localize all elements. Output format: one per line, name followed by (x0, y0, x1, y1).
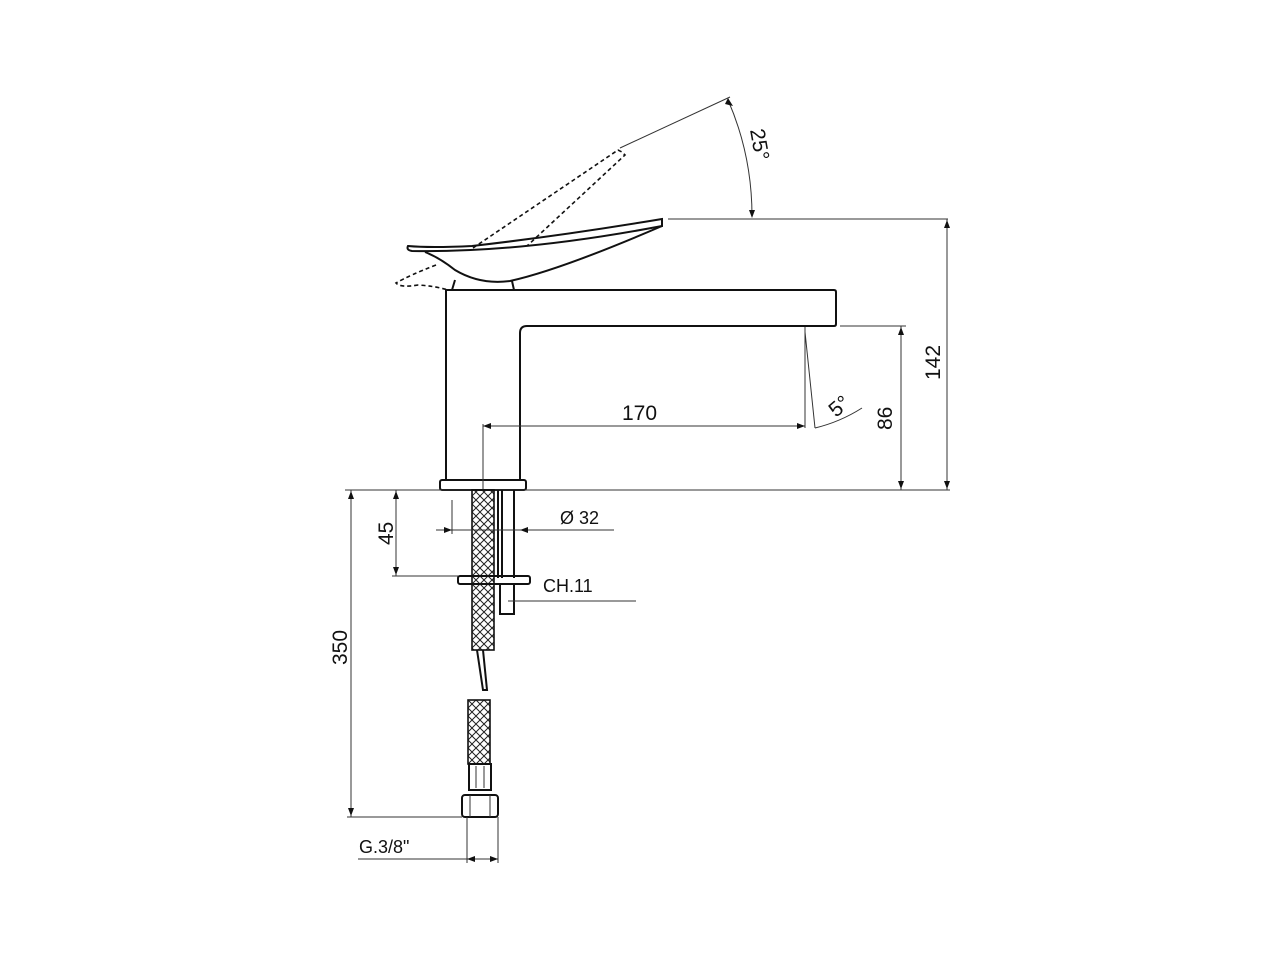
lever-closed (406, 217, 663, 291)
hose-length-label: 350 (329, 630, 352, 665)
thread-label: G.3/8" (359, 837, 409, 857)
faucet-body (439, 289, 837, 491)
reach-dimension: 170 (482, 402, 805, 490)
nut-wrench-label: CH.11 (543, 576, 593, 596)
hose-length-dimension: 350 (329, 490, 462, 818)
nut-wrench-dimension: CH.11 (508, 576, 636, 602)
total-height-label: 142 (922, 345, 945, 380)
hole-diameter-dimension: Ø 32 (436, 500, 614, 534)
spout-angle-dimension: 5° (804, 327, 863, 429)
mounting-assembly (457, 489, 531, 818)
total-height-dimension: 142 (922, 219, 950, 490)
reach-label: 170 (622, 402, 657, 425)
mounting-depth-label: 45 (375, 522, 398, 545)
thread-dimension: G.3/8" (358, 817, 499, 863)
lever-open-dashed (394, 149, 627, 291)
spout-height-label: 86 (874, 407, 897, 430)
spout-height-dimension: 86 (840, 325, 906, 490)
lever-angle-label: 25° (745, 127, 773, 162)
spout-angle-label: 5° (824, 391, 854, 422)
hole-diameter-label: Ø 32 (560, 508, 599, 528)
mounting-depth-dimension: 45 (375, 490, 458, 577)
lever-angle-dimension: 25° (619, 96, 948, 220)
